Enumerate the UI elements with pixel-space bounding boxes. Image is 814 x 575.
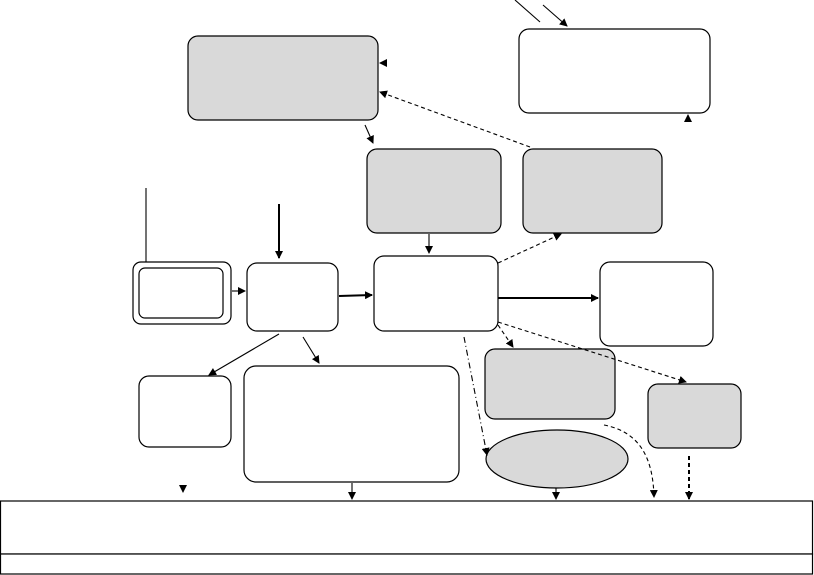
top-left-to-middle-a xyxy=(364,124,374,144)
top-right-box xyxy=(518,28,711,114)
input-to-large-center xyxy=(302,336,320,364)
double-border-box xyxy=(132,261,232,325)
top-right-to-top-left xyxy=(379,90,531,148)
shaded-ellipse xyxy=(485,429,629,489)
central-to-right-shaded-a xyxy=(497,324,514,348)
small-input-box xyxy=(246,262,339,332)
large-center-box xyxy=(243,365,460,483)
double-border-box-inner xyxy=(138,267,224,319)
central-to-ellipse xyxy=(463,336,490,456)
input-to-small-left xyxy=(208,333,280,376)
bottom-strip xyxy=(0,553,814,575)
central-to-middle-b xyxy=(497,233,562,264)
top-diagonal-in xyxy=(542,4,568,27)
nodes xyxy=(0,28,814,575)
right-shaded-box-b xyxy=(647,383,742,449)
right-shaded-a-to-banner xyxy=(603,424,658,498)
small-left-box xyxy=(138,375,232,448)
middle-shaded-box-b xyxy=(522,148,663,234)
top-left-shaded-box xyxy=(187,35,379,121)
edges xyxy=(145,0,693,500)
middle-shaded-box-a xyxy=(366,148,502,234)
input-to-central xyxy=(338,291,373,300)
central-box xyxy=(373,255,499,332)
top-diagonal-line xyxy=(514,0,541,23)
bottom-banner xyxy=(0,500,814,555)
right-output-box xyxy=(599,261,714,347)
central-to-right-shaded-b xyxy=(497,321,687,384)
right-shaded-box-a xyxy=(484,348,616,420)
